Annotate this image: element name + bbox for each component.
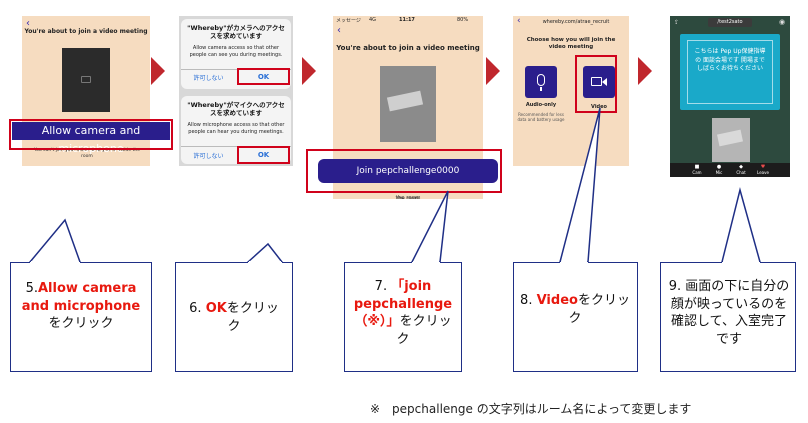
panel1-title: You're about to join a video meeting (24, 28, 148, 35)
leave-icon: ♥ (760, 164, 766, 170)
callout-step-6-text: 6. OKをクリック (189, 301, 279, 334)
screenshot-choose-join-mode: ‹ whereby.com/atrae_recruit Choose how y… (513, 16, 629, 166)
highlight-box-ok-2 (237, 146, 290, 164)
panel3-footer: the room (396, 196, 420, 199)
step-arrow-icon (638, 57, 652, 85)
video-button[interactable] (583, 66, 615, 98)
share-icon[interactable]: ⇪ (674, 19, 680, 26)
self-view (712, 118, 750, 162)
video-label: Video (591, 104, 607, 110)
chat-icon: ◆ (739, 164, 743, 170)
callout-step-9-text: 9. 画面の下に自分の顔が映っているのを確認して、入室完了です (668, 279, 790, 347)
status-bar: メッセージ 4G 11:17 80% (336, 17, 469, 24)
back-chevron-icon[interactable]: ‹ (26, 18, 30, 29)
ok-button[interactable]: OK (257, 151, 270, 159)
waiting-message: こちらは Pep Up保健指導の 面談会場です 開場まで しばらくお待ちください (694, 48, 766, 73)
callout-step-8-text: 8. Videoをクリック (520, 293, 630, 326)
highlight-box-ok-1 (237, 68, 290, 85)
ok-button[interactable]: OK (257, 73, 270, 81)
back-chevron-icon[interactable]: ‹ (337, 25, 341, 36)
microphone-icon (537, 74, 545, 86)
audio-only-label: Audio-only (525, 102, 557, 108)
join-room-button[interactable]: Join pepchallenge0000 (318, 159, 498, 183)
video-camera-icon (591, 77, 602, 86)
screenshot-permission-dialogs: "Whereby"がカメラへのアクセスを求めています Allow camera … (179, 16, 293, 166)
step-arrow-icon (151, 57, 165, 85)
camera-off-icon (81, 76, 91, 83)
cam-control[interactable]: ■Cam (690, 164, 704, 175)
room-name: /test2sato (708, 18, 752, 27)
camera-preview (380, 66, 436, 142)
deny-button[interactable]: 許可しない (193, 75, 224, 82)
audio-only-sub: Recommended for less data and battery us… (517, 112, 565, 123)
panel3-title: You're about to join a video meeting (336, 44, 480, 52)
panel4-title: Choose how you will join the video meeti… (526, 37, 616, 51)
step-arrow-icon (486, 57, 500, 85)
highlight-box-allow (9, 119, 173, 150)
url-bar: whereby.com/atrae_recruit (542, 19, 610, 25)
deny-button[interactable]: 許可しない (193, 153, 224, 160)
screenshot-waiting-room: ⇪ /test2sato ◉ こちらは Pep Up保健指導の 面談会場です 開… (670, 16, 790, 177)
leave-control[interactable]: ♥Leave (757, 164, 769, 175)
callout-step-5 (10, 262, 152, 372)
callout-step-7 (344, 262, 462, 372)
footnote: ※ pepchallenge の文字列はルーム名によって変更します (370, 402, 692, 416)
waiting-message-box: こちらは Pep Up保健指導の 面談会場です 開場まで しばらくお待ちください (680, 34, 780, 110)
control-bar: ■Cam ●Mic ◆Chat ♥Leave (670, 163, 790, 177)
cam-icon: ■ (694, 164, 700, 170)
mic-icon: ● (716, 164, 722, 170)
camera-permission-dialog: "Whereby"がカメラへのアクセスを求めています Allow camera … (181, 19, 291, 89)
highlight-box-video (575, 55, 617, 113)
audio-only-button[interactable] (525, 66, 557, 98)
panel3-footer-bottom: the room (395, 195, 421, 201)
callout-step-8 (513, 262, 638, 372)
step-arrow-icon (302, 57, 316, 85)
panel1-footer: You can't join your video or any time in… (32, 148, 142, 160)
allow-camera-button[interactable]: Allow camera and microphone (12, 122, 170, 155)
visibility-icon[interactable]: ◉ (779, 18, 786, 26)
camera-preview (62, 48, 110, 112)
callout-step-9 (660, 262, 796, 372)
mic-permission-dialog: "Whereby"がマイクへのアクセスを求めています Allow microph… (181, 96, 291, 164)
screenshot-allow-camera: ‹ You're about to join a video meeting Y… (22, 16, 150, 166)
chat-control[interactable]: ◆Chat (734, 164, 748, 175)
highlight-box-join (306, 149, 502, 193)
mic-control[interactable]: ●Mic (712, 164, 726, 175)
back-chevron-icon[interactable]: ‹ (517, 16, 521, 26)
callout-step-7-text: 7. 「join pepchallenge（※）」をクリック (353, 279, 453, 347)
callout-step-6 (175, 262, 293, 372)
